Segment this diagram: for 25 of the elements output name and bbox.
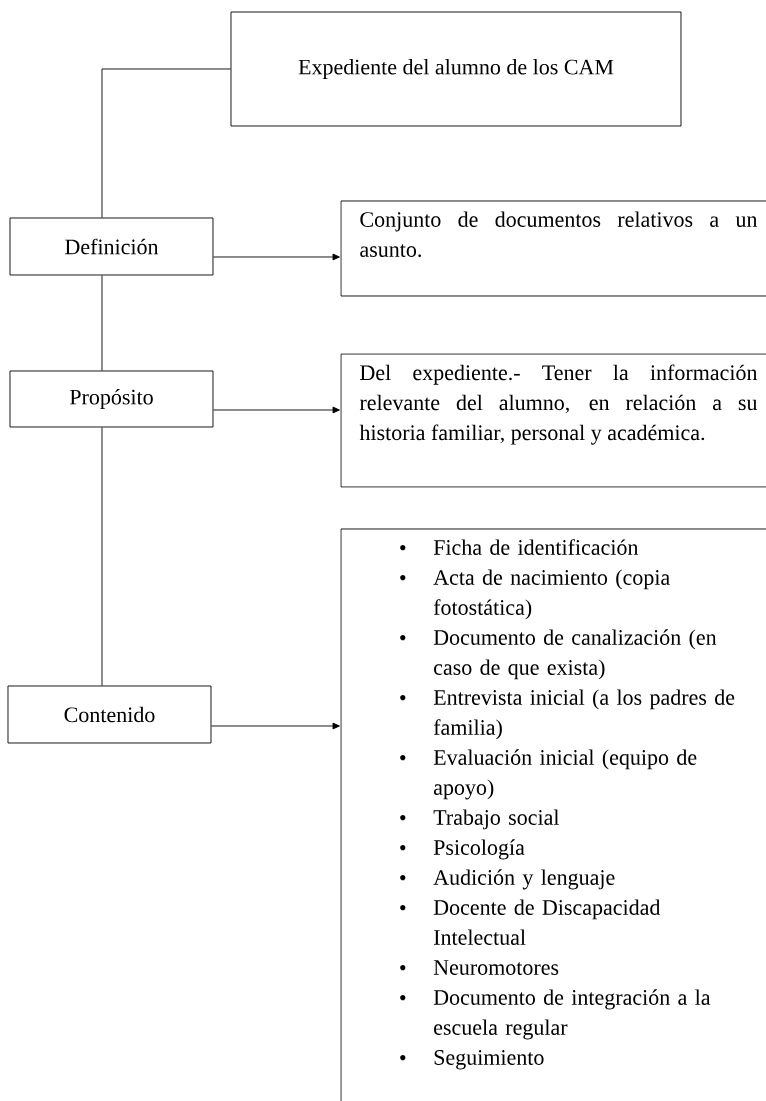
node-label: Audición y lenguaje [433, 869, 615, 890]
node-label: Trabajo social [433, 809, 560, 830]
node-label: Evaluación inicial (equipo de apoyo) [433, 749, 697, 800]
node-label: Neuromotores [433, 960, 559, 975]
node-label: Entrevista inicial (a los padres de familia) [433, 689, 735, 740]
arrow [213, 406, 340, 414]
text-box: Del expediente.- Tener la información relevante del alumno, en relación a su historia familiar, personal y académica. [340, 353, 766, 488]
connector-line [101, 68, 231, 218]
text-box: Conjunto de documentos relativos a un asunto. [340, 200, 766, 297]
connector-line [101, 427, 103, 686]
label-box: Expediente del alumno de los CAM [230, 11, 682, 127]
node-label: Acta de nacimiento (copia fotostática) [433, 569, 670, 620]
node-label: Docente de Discapacidad Intelectual [433, 899, 661, 945]
node-label: Documento de integración a la escuela regular [433, 989, 711, 1040]
node-label: Ficha de identificación [433, 539, 639, 555]
connector-line [101, 275, 103, 371]
arrow [213, 253, 340, 261]
label-box: Definición [9, 217, 214, 276]
node-label: Documento de canalización (en caso de que exista) [433, 629, 717, 680]
arrow [211, 722, 340, 730]
label-box: Contenido [7, 685, 212, 744]
node-label: Psicología [433, 839, 525, 860]
label-box: Propósito [9, 370, 214, 428]
node-label: Seguimiento [434, 1050, 544, 1070]
text-box: Ficha de identificación Acta de nacimiento (copia fotostática) Documento de canalización (en caso de que exista) Entrevista inicial (a los padres de familia) Evaluación inicial (equipo de apoyo) Trabajo social Psicología Audición y lenguaje Docente de Discapacidad Intelectual Neuromotores Documento de integración a la escuela regular Seguimiento [340, 528, 766, 1101]
